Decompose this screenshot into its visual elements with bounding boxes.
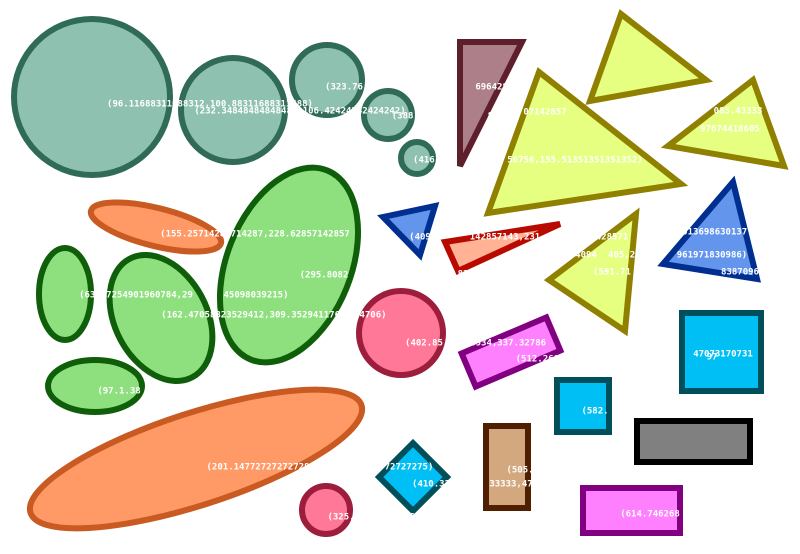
- blue-triangle-small: [377, 202, 440, 261]
- label-c1: (96.11688311688312,100.88311688311688): [107, 100, 313, 110]
- cyan-square-small: [554, 377, 612, 435]
- label-c5: (416.75: [413, 156, 451, 166]
- label-d1b: (410.33: [412, 480, 450, 490]
- blue-triangle-right: [657, 175, 762, 283]
- yellow-triangle-large: [483, 67, 689, 217]
- label-e3: (63.37254901960784,29: [79, 291, 193, 301]
- label-r3: 97: [707, 353, 718, 363]
- label-e4b: 4706): [359, 311, 386, 321]
- label-e5: (97.1.38: [97, 387, 140, 397]
- label-r2: (582.: [581, 407, 608, 417]
- label-c3: (323.76: [325, 83, 363, 93]
- tan-rectangle: [483, 423, 531, 511]
- cyan-diamond: [374, 438, 452, 516]
- green-ellipse-bottom: [45, 357, 145, 415]
- pink-circle-large: [356, 288, 446, 378]
- orange-ellipse-small: [87, 199, 225, 255]
- label-d1: 72727275): [385, 463, 434, 473]
- label-t4: 085.43333: [714, 107, 763, 117]
- teal-circle-large: [11, 16, 173, 178]
- label-t2: 07142857: [523, 108, 566, 118]
- teal-circle-medium: [178, 55, 288, 165]
- label-r1b: (512.2608: [516, 355, 565, 365]
- label-r1: 6163934,337.32786: [454, 339, 546, 349]
- label-t1: 69642857: [475, 83, 518, 93]
- magenta-rectangle-bottom: [580, 485, 683, 536]
- label-t6: 142857143,231: [470, 233, 540, 243]
- label-c7: (325.: [327, 513, 354, 523]
- teal-circle-xsmall: [361, 88, 415, 142]
- label-t8: .013698630137: [677, 228, 747, 238]
- green-ellipse-tall: [216, 164, 362, 366]
- magenta-rectangle-rotated: [457, 313, 565, 391]
- cyan-square-large: [679, 310, 764, 394]
- label-c4: (388.1: [392, 112, 425, 122]
- orange-ellipse-large: [26, 386, 366, 532]
- green-ellipse-left: [36, 245, 94, 343]
- label-t2b: 85: [488, 112, 499, 122]
- label-t5: (409: [409, 233, 431, 243]
- gray-rectangle: [634, 418, 753, 465]
- label-t8b: 961971830986): [677, 251, 747, 261]
- label-t4b: 97674418605: [700, 125, 760, 135]
- label-t7: 4094: [575, 251, 597, 261]
- label-e1: (155.25714285714287,228.62857142857: [160, 230, 350, 240]
- yellow-triangle-right: [660, 75, 789, 170]
- label-c7b: 09: [405, 513, 416, 523]
- label-e6: (201.14772727272728: [207, 463, 310, 473]
- label-r3b: 47073170731: [693, 350, 753, 360]
- label-c2: (232.34848484848484,106.42424242424242): [194, 107, 405, 117]
- green-ellipse-mid: [106, 252, 216, 384]
- label-t6b: 83: [458, 270, 469, 280]
- salmon-triangle: [440, 221, 562, 275]
- label-e2: (295.8082: [300, 271, 349, 281]
- teal-circle-small: [289, 42, 365, 118]
- label-r4: (505.: [506, 466, 533, 476]
- label-e4: (162.47058823529412,309.35294117647: [161, 311, 351, 321]
- label-r5: (614.746268: [620, 510, 680, 520]
- maroon-triangle: [457, 39, 527, 168]
- pink-circle-small: [299, 483, 353, 537]
- label-d1c: 33333,47: [489, 480, 532, 490]
- label-t7d: (591.71: [593, 268, 631, 278]
- label-e3b: 45098039215): [223, 291, 288, 301]
- label-t3: 56756,155.51351351351352): [507, 156, 642, 166]
- label-t7b: 405,249: [608, 251, 646, 261]
- label-t8c: 8387096: [721, 268, 759, 278]
- yellow-triangle-lower: [543, 207, 640, 337]
- label-t7c: 428571: [596, 233, 629, 243]
- label-c6: (402.85: [405, 339, 443, 349]
- yellow-triangle-top: [585, 9, 714, 105]
- teal-circle-tiny: [398, 139, 436, 177]
